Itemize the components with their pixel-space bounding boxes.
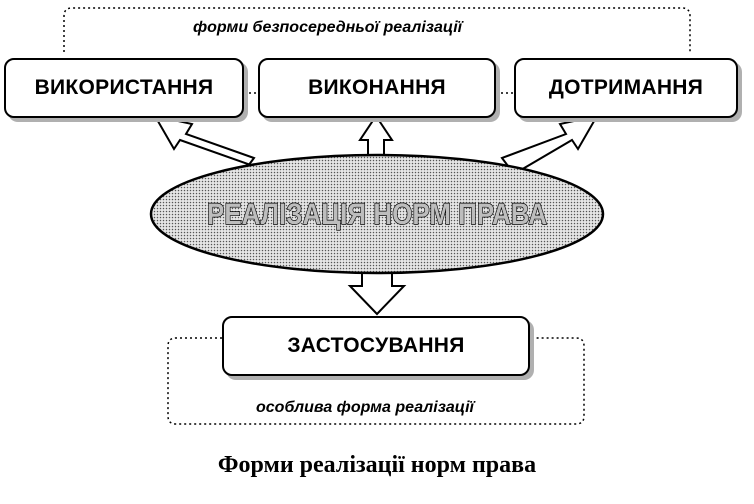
observance-box: ДОТРИМАННЯ [514, 58, 738, 118]
top-forms-label: форми безпосередньої реалізації [187, 19, 469, 37]
arrow-to-observance [500, 114, 599, 176]
application-box: ЗАСТОСУВАННЯ [222, 316, 530, 376]
center-title: РЕАЛІЗАЦІЯ НОРМ ПРАВА [207, 198, 547, 231]
figure-caption: Форми реалізації норм права [217, 452, 537, 478]
arrow-to-usage [153, 114, 256, 175]
bottom-group-frame [167, 337, 585, 425]
center-ellipse [149, 153, 605, 275]
execution-box: ВИКОНАННЯ [258, 58, 496, 118]
arrow-to-execution [358, 114, 394, 157]
usage-box: ВИКОРИСТАННЯ [4, 58, 244, 118]
special-form-label: особлива форма реалізації [250, 399, 480, 417]
